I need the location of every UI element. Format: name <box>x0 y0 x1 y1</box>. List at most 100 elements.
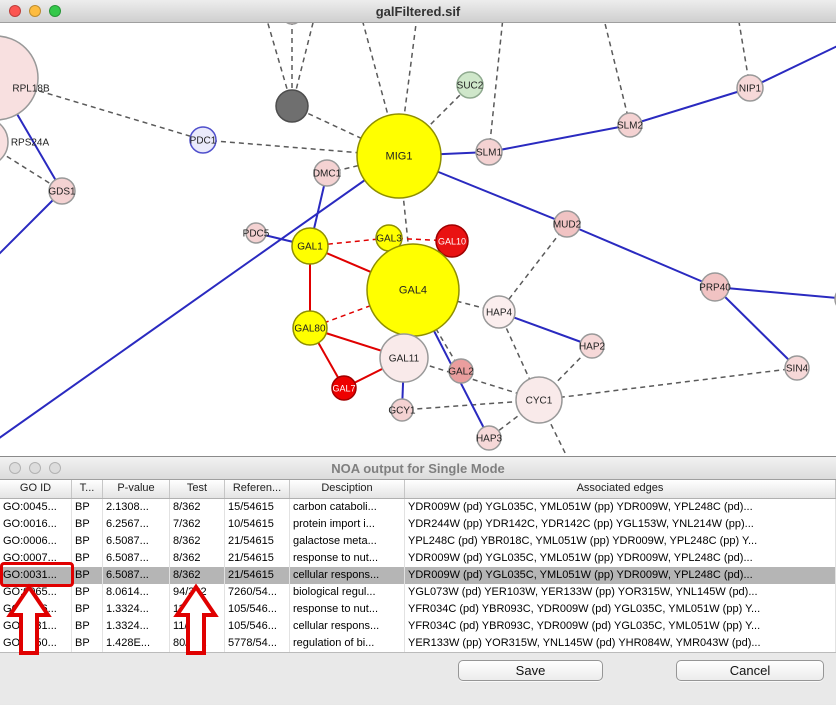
minimize-button[interactable] <box>29 5 41 17</box>
node-label-NIP1: NIP1 <box>739 84 762 95</box>
node-NIP1[interactable] <box>736 74 764 102</box>
edge-gal4-gal2[interactable] <box>412 289 462 372</box>
table-cell: 15/54615 <box>225 499 290 516</box>
edge-nip1-a6[interactable] <box>735 23 751 89</box>
node-PDC1[interactable] <box>189 126 217 154</box>
table-cell: 8/362 <box>170 533 225 550</box>
node-GAL10[interactable] <box>435 224 469 258</box>
table-cell: 6.5087... <box>103 567 170 584</box>
table-cell: YFR034C (pd) YBR093C, YDR009W (pd) YGL03… <box>405 618 836 635</box>
table-cell: 6.5087... <box>103 533 170 550</box>
node-MIG1[interactable] <box>356 113 442 199</box>
zoom-button[interactable] <box>49 462 61 474</box>
table-cell: 21/54615 <box>225 567 290 584</box>
node-CYC1[interactable] <box>515 376 563 424</box>
node-SIN4[interactable] <box>784 355 810 381</box>
edge-sin4-cyc1[interactable] <box>538 367 798 401</box>
edge-mig1-suc2[interactable] <box>398 84 471 157</box>
edge-mud2-prp40[interactable] <box>566 223 716 288</box>
node-GDS1[interactable] <box>48 177 76 205</box>
edge-slm1-a4[interactable] <box>488 23 505 153</box>
node-SUC2[interactable] <box>456 71 484 99</box>
node-label-GDS1: GDS1 <box>48 187 76 198</box>
table-cell: 1.428E... <box>103 635 170 652</box>
save-button[interactable]: Save <box>458 660 603 681</box>
table-cell: GO:0006... <box>0 601 72 618</box>
edge-nip1-a7[interactable] <box>749 39 836 89</box>
edge-rps24a-gds1[interactable] <box>0 142 63 192</box>
column-header-3[interactable]: Test <box>170 480 225 498</box>
close-button[interactable] <box>9 462 21 474</box>
table-cell: biological regul... <box>290 584 405 601</box>
edge-prp40-sin4[interactable] <box>714 286 798 369</box>
node-GAL7[interactable] <box>331 375 357 401</box>
column-header-5[interactable]: Desciption <box>290 480 405 498</box>
edge-mud2-hap4[interactable] <box>498 223 568 313</box>
node-label-GAL7: GAL7 <box>332 384 355 394</box>
column-header-4[interactable]: Referen... <box>225 480 290 498</box>
minimize-button[interactable] <box>29 462 41 474</box>
node-label-GAL3: GAL3 <box>376 234 402 245</box>
node-RPS24A[interactable] <box>0 118 9 166</box>
column-header-2[interactable]: P-value <box>103 480 170 498</box>
close-button[interactable] <box>9 5 21 17</box>
edge-hap4-cyc1[interactable] <box>498 311 540 401</box>
table-cell: 105/546... <box>225 601 290 618</box>
network-canvas[interactable]: RPL18BRPS24AGDS1PDC1DMC1MIG1SUC2SLM1SLM2… <box>0 23 836 457</box>
node-GAL80[interactable] <box>292 310 328 346</box>
table-cell: YDR009W (pd) YGL035C, YML051W (pp) YDR00… <box>405 499 836 516</box>
edge-slm1-slm2[interactable] <box>488 124 631 153</box>
node-DMC1[interactable] <box>313 159 341 187</box>
table-cell: GO:0007... <box>0 550 72 567</box>
table-cell: BP <box>72 516 103 533</box>
table-cell: 7260/54... <box>225 584 290 601</box>
zoom-button[interactable] <box>49 5 61 17</box>
table-cell: BP <box>72 584 103 601</box>
node-GAL1[interactable] <box>291 227 329 265</box>
edge-prp40-r1[interactable] <box>714 286 836 299</box>
node-label-HAP2: HAP2 <box>579 342 606 353</box>
column-header-6[interactable]: Associated edges <box>405 480 836 498</box>
table-cell: cellular respons... <box>290 567 405 584</box>
node-label-RPL18B: RPL18B <box>12 84 50 95</box>
edge-mig1-a8[interactable] <box>0 155 400 453</box>
cancel-button[interactable]: Cancel <box>676 660 824 681</box>
node-gray1[interactable] <box>275 89 309 123</box>
table-cell: 80/362 <box>170 635 225 652</box>
node-PRP40[interactable] <box>700 272 730 302</box>
table-cell: YDR244W (pp) YDR142C, YDR142C (pp) YGL15… <box>405 516 836 533</box>
table-cell: BP <box>72 635 103 652</box>
node-PDC5[interactable] <box>245 222 267 244</box>
edge-gds1-a9[interactable] <box>0 190 63 278</box>
column-header-1[interactable]: T... <box>72 480 103 498</box>
node-RPL18B[interactable] <box>0 35 39 121</box>
node-MUD2[interactable] <box>553 210 581 238</box>
node-HAP3[interactable] <box>476 425 502 451</box>
node-label-PDC1: PDC1 <box>190 136 217 147</box>
edge-slm2-a5[interactable] <box>598 23 631 126</box>
node-GAL2[interactable] <box>448 358 474 384</box>
table-cell: YPL248C (pd) YBR018C, YML051W (pp) YDR00… <box>405 533 836 550</box>
edge-slm2-nip1[interactable] <box>629 87 751 126</box>
node-GCY1[interactable] <box>390 398 414 422</box>
edge-gray1-mig1[interactable] <box>291 105 400 157</box>
table-cell: GO:0050... <box>0 635 72 652</box>
node-HAP4[interactable] <box>482 295 516 329</box>
node-SLM2[interactable] <box>617 112 643 138</box>
node-SLM1[interactable] <box>475 138 503 166</box>
node-top1[interactable] <box>282 23 302 25</box>
node-GAL11[interactable] <box>379 333 429 383</box>
node-HAP2[interactable] <box>579 333 605 359</box>
column-header-0[interactable]: GO ID <box>0 480 72 498</box>
table-cell: galactose meta... <box>290 533 405 550</box>
